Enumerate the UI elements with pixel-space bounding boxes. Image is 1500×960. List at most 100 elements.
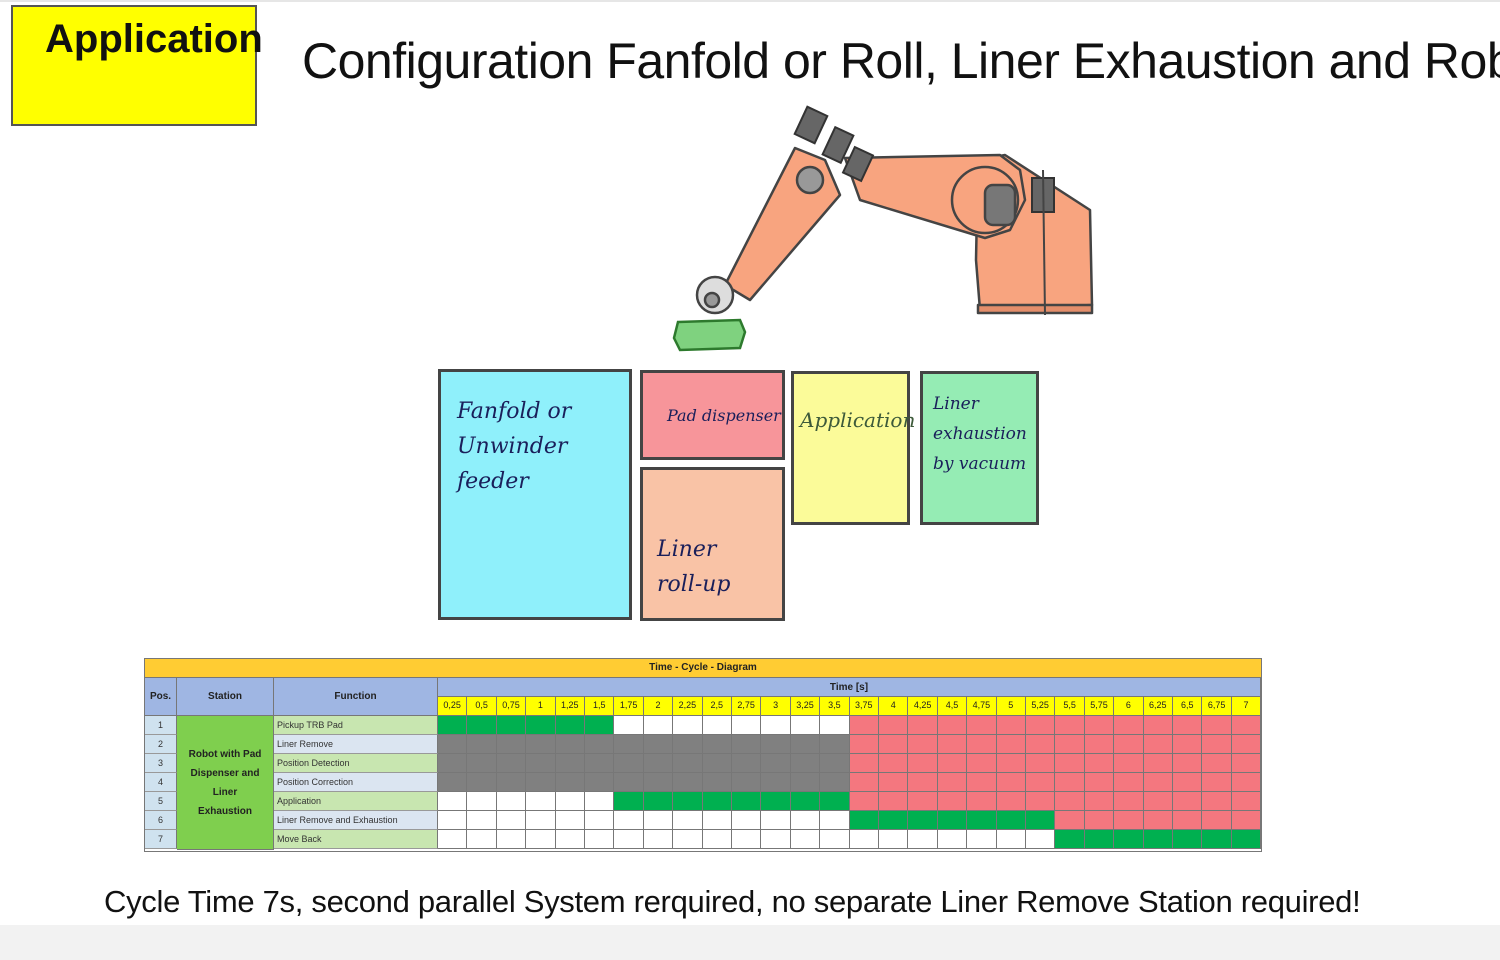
time-tick: 5,25 bbox=[1026, 697, 1056, 716]
time-cell bbox=[467, 811, 497, 830]
col-function-header: Function bbox=[274, 678, 438, 716]
time-cell bbox=[1231, 716, 1262, 735]
row-pos: 6 bbox=[145, 811, 177, 830]
row-function: Position Correction bbox=[274, 773, 438, 792]
time-cell bbox=[761, 811, 791, 830]
time-tick: 3,25 bbox=[790, 697, 821, 716]
page-title: Configuration Fanfold or Roll, Liner Exh… bbox=[302, 33, 1500, 89]
row-pos: 5 bbox=[145, 792, 177, 811]
time-cell bbox=[761, 735, 791, 754]
time-cell bbox=[849, 773, 879, 792]
time-cell bbox=[937, 754, 968, 773]
time-cell bbox=[879, 716, 909, 735]
row-function: Position Detection bbox=[274, 754, 438, 773]
time-cell bbox=[496, 773, 527, 792]
time-tick: 7 bbox=[1231, 697, 1262, 716]
station-application: Application bbox=[791, 371, 915, 525]
time-cell bbox=[1231, 792, 1262, 811]
time-cell bbox=[526, 792, 556, 811]
time-cell bbox=[496, 754, 527, 773]
time-cell bbox=[1026, 830, 1056, 849]
time-cell bbox=[1026, 735, 1056, 754]
time-cell bbox=[643, 735, 674, 754]
time-cell bbox=[1084, 735, 1115, 754]
time-cell bbox=[673, 792, 703, 811]
bottom-bar bbox=[0, 925, 1500, 960]
time-cell bbox=[1173, 754, 1203, 773]
time-cell bbox=[820, 716, 850, 735]
time-cell bbox=[438, 773, 468, 792]
top-border bbox=[0, 0, 1500, 2]
time-cell bbox=[1114, 735, 1144, 754]
time-cell bbox=[790, 716, 821, 735]
time-tick: 1,75 bbox=[614, 697, 644, 716]
time-cell bbox=[996, 716, 1026, 735]
time-cell bbox=[732, 773, 762, 792]
time-tick: 4,75 bbox=[967, 697, 997, 716]
time-cell bbox=[820, 735, 850, 754]
time-cell bbox=[643, 716, 674, 735]
time-cell bbox=[1231, 754, 1262, 773]
time-tick: 2 bbox=[643, 697, 674, 716]
row-function: Application bbox=[274, 792, 438, 811]
time-cell bbox=[937, 773, 968, 792]
time-cell bbox=[820, 830, 850, 849]
time-cell bbox=[996, 811, 1026, 830]
time-cell bbox=[1202, 792, 1232, 811]
time-cell bbox=[967, 716, 997, 735]
time-cell bbox=[967, 735, 997, 754]
time-cell bbox=[614, 773, 644, 792]
time-cell bbox=[496, 792, 527, 811]
time-cell bbox=[614, 792, 644, 811]
time-tick: 3,5 bbox=[820, 697, 850, 716]
time-cell bbox=[849, 716, 879, 735]
time-cell bbox=[673, 754, 703, 773]
time-cell bbox=[1231, 773, 1262, 792]
time-cell bbox=[438, 792, 468, 811]
time-cell bbox=[732, 811, 762, 830]
station-feeder-label: Fanfold or Unwinder feeder bbox=[457, 399, 572, 495]
time-cell bbox=[1114, 754, 1144, 773]
time-cell bbox=[1114, 811, 1144, 830]
station-liner-rollup: Liner roll-up bbox=[640, 467, 785, 621]
time-cell bbox=[967, 811, 997, 830]
time-cell bbox=[908, 830, 938, 849]
time-cell bbox=[702, 754, 732, 773]
time-cell bbox=[996, 830, 1026, 849]
time-cell bbox=[1055, 792, 1085, 811]
time-cell bbox=[673, 830, 703, 849]
time-cell bbox=[555, 792, 585, 811]
time-cell bbox=[614, 830, 644, 849]
time-cell bbox=[1055, 754, 1085, 773]
time-cell bbox=[673, 716, 703, 735]
time-cell bbox=[937, 792, 968, 811]
time-cell bbox=[1055, 735, 1085, 754]
time-cell bbox=[643, 811, 674, 830]
time-tick: 0,75 bbox=[496, 697, 527, 716]
time-cell bbox=[1055, 716, 1085, 735]
time-cell bbox=[1143, 754, 1173, 773]
time-cell bbox=[1026, 811, 1056, 830]
station-feeder: Fanfold or Unwinder feeder bbox=[438, 369, 632, 620]
time-cell bbox=[1202, 830, 1232, 849]
time-cell bbox=[526, 773, 556, 792]
time-cell bbox=[849, 830, 879, 849]
time-cell bbox=[1026, 773, 1056, 792]
time-cell bbox=[526, 735, 556, 754]
time-cell bbox=[643, 773, 674, 792]
time-tick: 4,5 bbox=[937, 697, 968, 716]
robot-arm-illustration bbox=[672, 105, 1094, 352]
time-cell bbox=[585, 773, 615, 792]
time-tick: 1,25 bbox=[555, 697, 585, 716]
time-cell bbox=[1026, 792, 1056, 811]
time-cell bbox=[496, 735, 527, 754]
time-cycle-diagram: Time - Cycle - Diagram Pos. Station Func… bbox=[144, 658, 1262, 852]
time-cell bbox=[732, 735, 762, 754]
time-cell bbox=[879, 754, 909, 773]
time-cell bbox=[467, 830, 497, 849]
time-cell bbox=[937, 735, 968, 754]
col-station-header: Station bbox=[177, 678, 274, 716]
time-cell bbox=[702, 811, 732, 830]
time-cell bbox=[790, 735, 821, 754]
time-tick: 6,25 bbox=[1143, 697, 1173, 716]
